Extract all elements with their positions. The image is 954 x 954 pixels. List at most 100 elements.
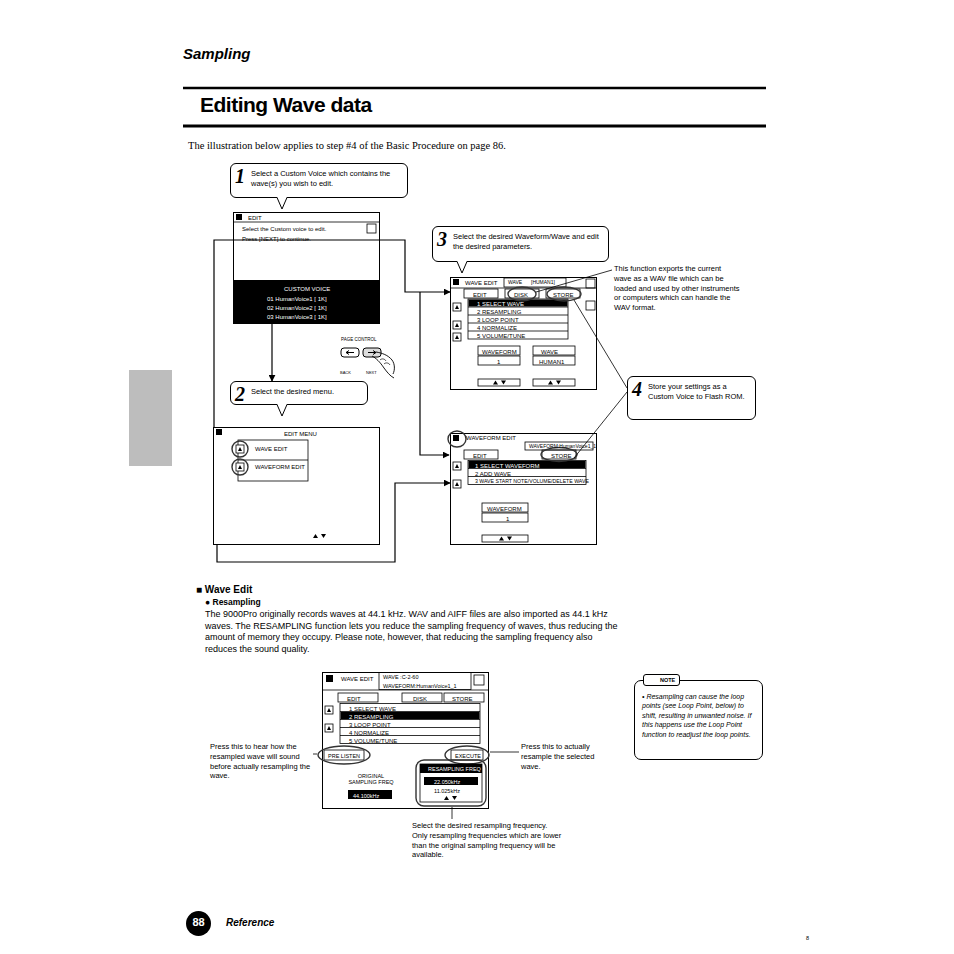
screen-graphic [455,335,459,339]
screen-graphic [451,750,483,760]
screen-graphic [547,287,581,301]
rule [183,87,766,90]
flow-connector [214,240,450,427]
screen-graphic [453,480,461,488]
callout-text: Select the desired menu. [251,387,361,397]
screen-text: RESAMPLING FREQ [428,766,481,772]
screen-graphic [468,461,586,485]
screen-graphic [455,305,459,309]
screen-graphic [468,315,568,316]
screen-text: 2 RESAMPLING [349,714,393,721]
screen-text: 02 HumanVoice2 [ 1K] [267,305,327,312]
screen-graphic [455,323,459,327]
screen-graphic [324,750,364,760]
screen-graphic [236,214,242,220]
screen-graphic [424,777,478,785]
screen-graphic [232,459,248,475]
screen-text: STORE [551,453,572,460]
screen-text: 03 HumanVoice3 [ 1K] [267,314,327,321]
screen-text: 2 RESAMPLING [477,309,521,316]
screen-graphic [468,299,568,339]
screen-text: HUMAN1 [539,359,564,366]
leader-line [536,270,612,292]
screen-graphic [453,435,459,441]
screen-graphic [508,287,536,301]
screen-graphic [468,331,568,332]
screen-text: EDIT MENU [284,431,317,438]
screen-text: 22.050kHz [434,779,460,785]
screen-text: 1 [506,516,509,523]
rule [183,125,766,128]
screen-graphic [238,465,242,469]
screen-text: EXECUTE [455,753,481,759]
callout-text: Store your settings as a Custom Voice to… [648,382,749,402]
screen-graphic [453,321,461,329]
screen-graphic [420,764,482,773]
screen-text: ORIGINAL SAMPLING FREQ [345,773,397,785]
screen-graphic [238,440,308,481]
screen-graphic [238,447,242,451]
step-callout: 1Select a Custom Voice which contains th… [230,163,408,198]
screen-graphic [444,796,457,800]
screen-graphic [318,746,370,764]
screen-graphic [325,706,333,714]
screen-graphic [233,280,379,323]
screen-text: EDIT [248,215,262,222]
screen-graphic [455,464,459,468]
screen-graphic [232,441,248,457]
screen-graphic [482,503,528,512]
callout-text: Press this to hear how the resampled wav… [210,742,314,781]
screen-graphic [541,448,577,462]
screen-text: WAVE [541,349,558,356]
screen-text: 1 SELECT WAVEFORM [475,463,540,470]
intro-text: The illustration below applies to step #… [188,139,708,153]
screen-graphic [233,222,380,223]
screen-text: 4 NORMALIZE [477,325,517,332]
step-callout: 4Store your settings as a Custom Voice t… [627,376,756,420]
screen-graphics [216,214,597,806]
screen-graphic [444,693,484,702]
highlight [416,760,486,806]
leader-line [490,752,519,753]
screen-text: STORE [452,696,473,703]
callout-tail [277,404,287,416]
screen-graphic [340,735,480,736]
stripe [252,59,632,60]
screen-graphic [468,323,568,324]
screen-graphic [525,442,593,450]
callout-tail [457,261,467,273]
screen-text: WAVEFORM:HumanVoice1_1 [383,683,457,689]
callout-text: Select the desired Waveform/Wave and edi… [453,232,602,252]
flow-connector [271,324,272,381]
screen-text: EDIT [347,696,361,703]
screen-graphic [379,673,471,690]
note-icon [645,676,654,683]
screen-text: WAVE EDIT [255,446,287,453]
screen-text: 1 [497,359,500,366]
screen-text: 11.025kHz [434,788,460,794]
stripe [252,53,632,54]
lcd-screen: WAVE EDITWAVE[HUMAN1]EDITDISKSTORE1 SELE… [450,277,597,390]
button-label: BACK [340,370,351,375]
screen-graphic [482,535,528,542]
screen-graphic [533,346,575,355]
screen-text: 5 VOLUME/TUNE [349,738,397,745]
stripe [252,63,632,64]
screen-graphic [548,381,561,385]
screen-text: 1 SELECT WAVE [349,706,396,713]
screen-text: DISK [413,696,427,703]
screen-text: Select the Custom voice to edit. [242,226,326,233]
screen-graphic [478,356,520,365]
body-text: The 9000Pro originally records waves at … [205,609,623,656]
callout-text: Select a Custom Voice which contains the… [251,169,401,189]
callout-number: 2 [235,384,245,404]
subsection-heading: ■ Wave Edit [196,583,252,596]
screen-text: 3 WAVE START NOTE/VOLUME/DELETE WAVE [475,479,589,485]
screen-text: WAVEFORM [487,506,522,513]
screen-text: EDIT [473,292,487,299]
note-tag: NOTE [643,674,680,686]
screen-graphic [453,303,461,311]
screen-graphic [367,224,376,233]
screen-graphic [546,289,580,298]
screen-graphic [482,513,528,522]
